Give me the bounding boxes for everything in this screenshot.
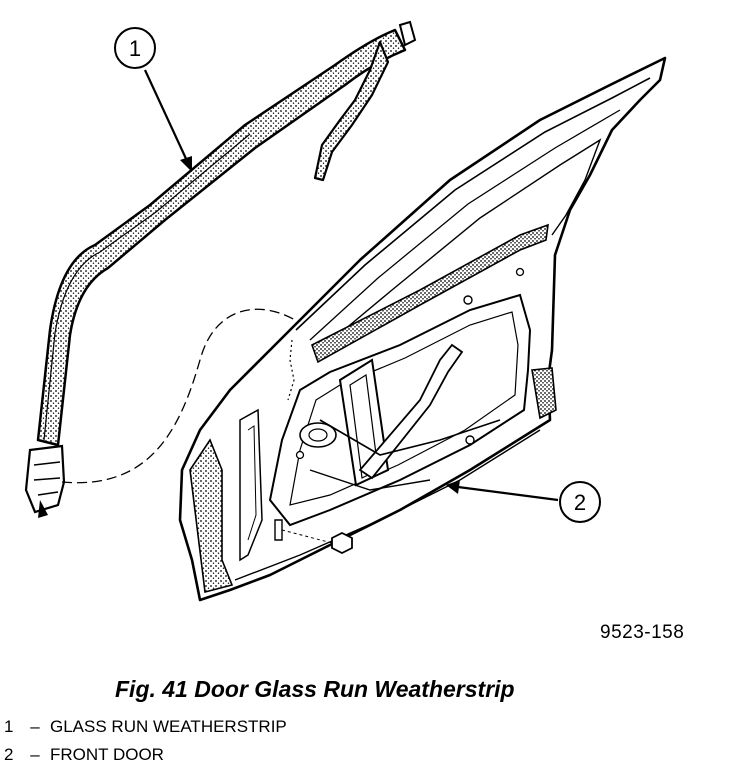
legend-item: 2–FRONT DOOR (4, 745, 164, 765)
legend-label: FRONT DOOR (50, 745, 164, 764)
alignment-dashed-line (61, 308, 301, 484)
callout-1-number: 1 (129, 36, 141, 61)
exploded-diagram: 1 2 (24, 20, 667, 602)
legend-dash: – (30, 745, 40, 764)
callout-2-number: 2 (574, 490, 586, 515)
glass-run-weatherstrip (24, 20, 417, 518)
figure-code: 9523-158 (600, 622, 685, 643)
legend-dash: – (30, 717, 40, 736)
callout-2: 2 (446, 480, 601, 523)
callout-1: 1 (114, 27, 192, 172)
callout-2-arrowhead (446, 480, 460, 494)
callout-1-arrowhead (180, 156, 192, 172)
legend-number: 1 (4, 717, 14, 736)
front-door (178, 56, 667, 602)
legend-item: 1–GLASS RUN WEATHERSTRIP (4, 717, 287, 737)
legend-label: GLASS RUN WEATHERSTRIP (50, 717, 287, 736)
callout-2-leader (457, 485, 559, 502)
callout-1-leader (144, 69, 189, 164)
legend-number: 2 (4, 745, 14, 764)
figure-caption: Fig. 41 Door Glass Run Weatherstrip (115, 676, 515, 702)
